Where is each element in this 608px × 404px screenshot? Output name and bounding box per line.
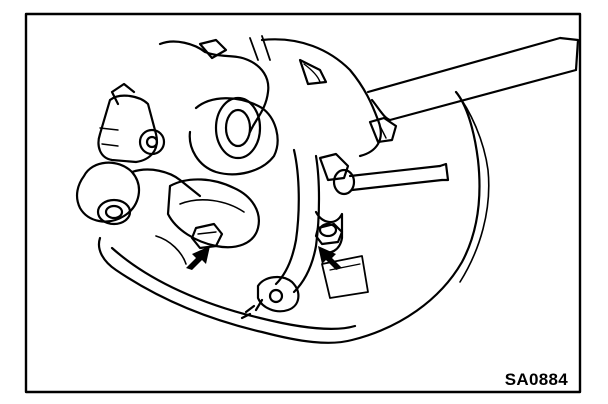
upper-arm (366, 36, 580, 122)
arrow-up-right-icon (186, 246, 342, 270)
figure-frame (24, 12, 582, 394)
knuckle-top (158, 40, 270, 134)
lower-link (75, 161, 141, 223)
back-plate (97, 90, 481, 344)
hub-housing (214, 96, 262, 160)
arrow-right (318, 246, 342, 270)
left-bolt-head (190, 222, 224, 250)
lower-bolt (256, 276, 300, 313)
caliper-body (166, 178, 260, 249)
right-bolt-head (314, 222, 344, 246)
strut-body (260, 38, 382, 158)
figure-code: SA0884 (504, 370, 568, 389)
drop-link (274, 148, 300, 286)
stabilizer-rod (348, 164, 444, 192)
arrow-left (186, 246, 210, 270)
